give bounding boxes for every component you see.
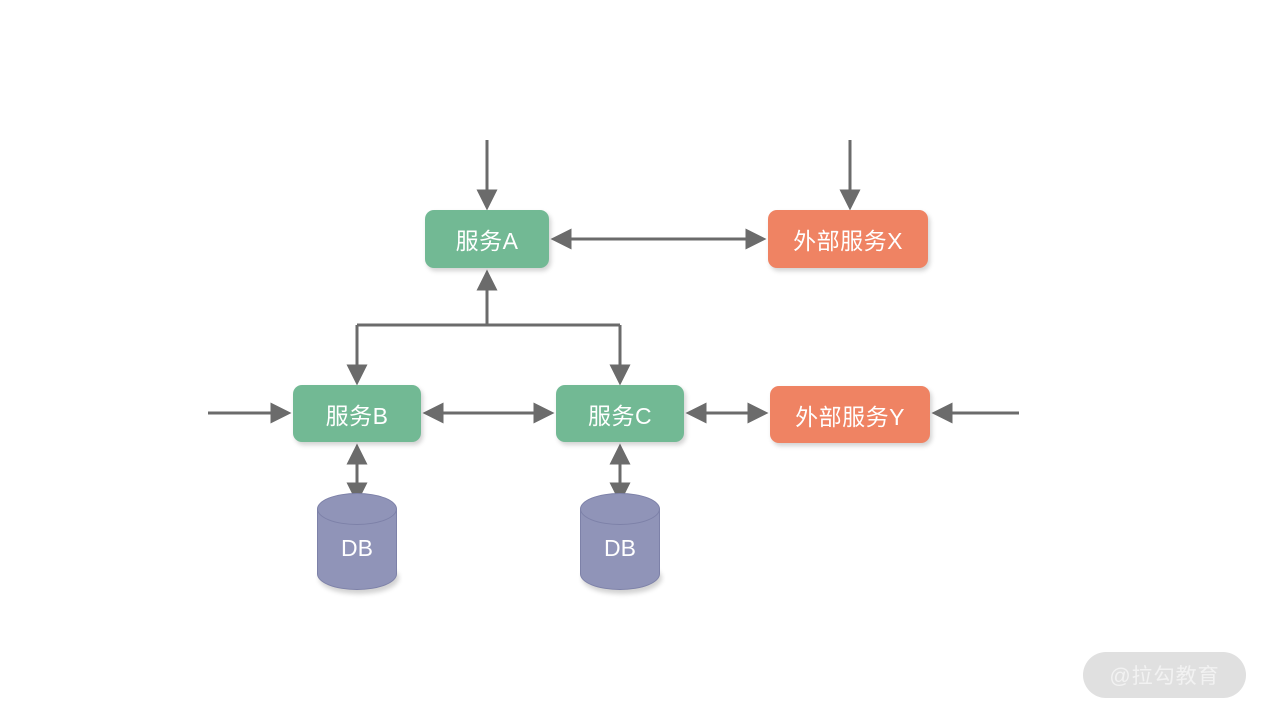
cylinder-top-icon [317, 493, 397, 525]
node-label: 外部服务Y [795, 403, 905, 430]
node-label: DB [341, 535, 373, 561]
node-database-b[interactable]: DB [317, 493, 397, 590]
cylinder-top-icon [580, 493, 660, 525]
node-database-c[interactable]: DB [580, 493, 660, 590]
node-service-a[interactable]: 服务A [425, 210, 549, 268]
node-label: 服务A [455, 228, 519, 254]
node-external-service-x[interactable]: 外部服务X [768, 210, 928, 268]
node-label: 服务C [587, 402, 653, 429]
node-service-c[interactable]: 服务C [556, 385, 684, 442]
watermark-label: @拉勾教育 [1109, 665, 1220, 688]
node-label: 服务B [325, 402, 389, 429]
node-service-b[interactable]: 服务B [293, 385, 421, 442]
watermark: @拉勾教育 [1083, 652, 1246, 698]
node-external-service-y[interactable]: 外部服务Y [770, 386, 930, 443]
node-label: DB [604, 535, 636, 561]
node-label: 外部服务X [793, 228, 903, 254]
